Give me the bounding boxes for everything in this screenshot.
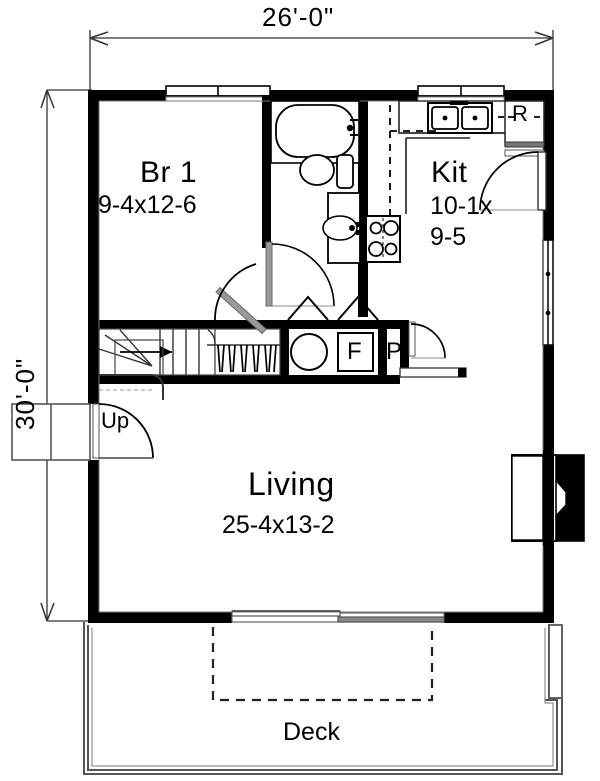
room-dimension-kitchen-line2: 9-5: [430, 223, 467, 251]
toilet-bowl: [299, 154, 335, 186]
front-door: [92, 403, 154, 459]
stair-direction-label: Up: [101, 408, 130, 433]
washer: [290, 333, 328, 371]
hanging-clothes: [217, 344, 277, 373]
stairs: [98, 328, 216, 400]
dimension-top: [89, 30, 554, 92]
vanity-sink: [322, 215, 358, 241]
window-right-wall: [542, 239, 554, 346]
kitchen-exterior-door: [479, 149, 547, 211]
sliding-door-living: [231, 610, 445, 623]
deck-dashed-outline: [211, 627, 434, 702]
furnace-box: [337, 332, 374, 372]
window-bedroom: [165, 85, 271, 102]
deck-notch: [548, 624, 563, 699]
room-label-kitchen: Kit: [431, 156, 468, 189]
toilet-tank: [336, 154, 354, 189]
bathtub: [275, 104, 355, 158]
room-dimension-living: 25-4x13-2: [222, 511, 335, 539]
deck-inner-rail: [91, 628, 554, 767]
room-label-deck: Deck: [283, 718, 340, 746]
fireplace: [511, 450, 585, 546]
counter-strip: [399, 367, 467, 378]
room-dimension-bedroom1: 9-4x12-6: [98, 191, 197, 219]
overall-depth-dimension: 30'-0": [10, 357, 40, 430]
bedroom-door: [214, 263, 267, 335]
bathroom-fixtures: [270, 100, 361, 264]
room-label-bedroom1: Br 1: [140, 156, 198, 189]
vanity-faucet: [349, 225, 355, 231]
bifold-doors: [287, 295, 379, 321]
room-label-living: Living: [248, 466, 335, 502]
dimension-left: [40, 89, 92, 622]
bathroom-door: [265, 241, 335, 307]
overall-width-dimension: 26'-0": [262, 2, 335, 32]
room-dimension-kitchen-line1: 10-1x: [430, 192, 493, 220]
deck-outline: [83, 622, 563, 775]
pantry-door: [408, 321, 446, 359]
tub-faucet: [346, 124, 354, 132]
window-bay-left: [11, 403, 91, 461]
pantry-label: P: [386, 338, 403, 365]
furnace-label: F: [347, 338, 362, 365]
closet-bedroom: [207, 328, 281, 376]
sink-faucet: [450, 101, 468, 105]
kitchen-fixtures: [365, 100, 548, 263]
refrigerator-label: R: [512, 101, 528, 126]
window-kitchen: [417, 85, 505, 102]
